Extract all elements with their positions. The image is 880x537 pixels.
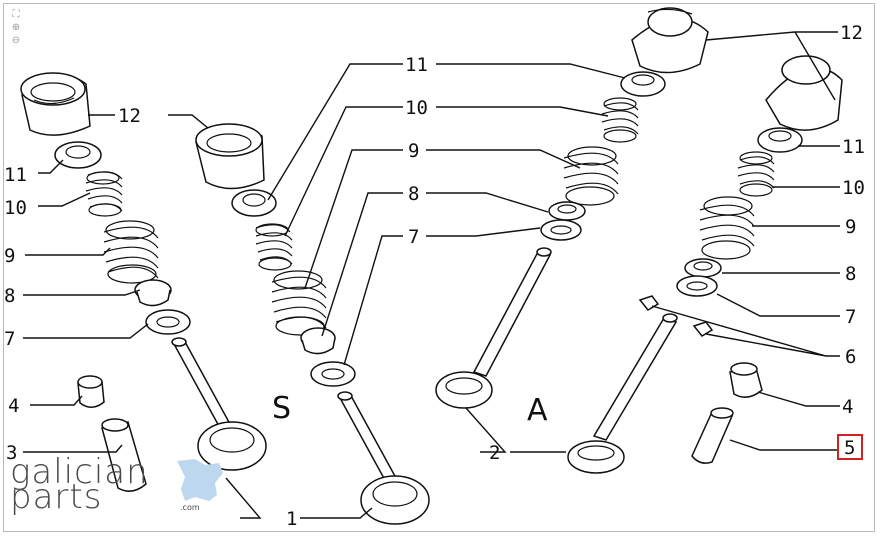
- callout-7-right[interactable]: 7: [845, 306, 856, 328]
- rc-retainer[interactable]: [620, 71, 666, 97]
- left-retainer[interactable]: [54, 141, 102, 169]
- callout-5[interactable]: 5: [844, 437, 855, 459]
- group-letter-s: S: [272, 391, 291, 426]
- mid-washer[interactable]: [310, 361, 356, 387]
- left-inner-spring[interactable]: [85, 171, 123, 217]
- callout-3[interactable]: 3: [6, 442, 17, 464]
- galicia-map-icon: [177, 459, 223, 501]
- left-guide-4[interactable]: [77, 375, 105, 408]
- callout-labels: 11 10 9 8 7 4 3 12 1 11 10 9 8 7 2 12 11…: [4, 22, 865, 530]
- callout-10-left[interactable]: 10: [4, 197, 27, 219]
- mid-spring-seat[interactable]: [300, 327, 336, 355]
- left-tappet-cup[interactable]: [20, 72, 91, 136]
- group-letter-a: A: [527, 393, 548, 428]
- zoom-toolbar: ⛶ ⊕ ⊖: [7, 9, 25, 46]
- callout-1[interactable]: 1: [286, 508, 297, 530]
- callout-12-right[interactable]: 12: [840, 22, 863, 44]
- r-guide-4[interactable]: [729, 362, 763, 398]
- mid-valve[interactable]: [337, 391, 430, 525]
- r-valve[interactable]: [567, 313, 678, 474]
- left-spring-seat[interactable]: [134, 279, 172, 307]
- callout-9-right[interactable]: 9: [845, 216, 856, 238]
- callout-8-right[interactable]: 8: [845, 263, 856, 285]
- callout-4-left[interactable]: 4: [8, 395, 19, 417]
- callout-11-left[interactable]: 11: [4, 164, 27, 186]
- rc-outer-spring[interactable]: [563, 146, 619, 206]
- mid-retainer[interactable]: [231, 189, 277, 217]
- mid-tappet-cup[interactable]: [195, 123, 265, 190]
- callout-10-mid[interactable]: 10: [405, 97, 428, 119]
- viewer-frame: [3, 3, 875, 532]
- rc-valve[interactable]: [435, 247, 552, 409]
- r-retainer[interactable]: [757, 127, 803, 153]
- callout-8-left[interactable]: 8: [4, 285, 15, 307]
- r-outer-spring[interactable]: [699, 196, 755, 260]
- rc-washer[interactable]: [540, 219, 582, 241]
- r-washer[interactable]: [676, 275, 718, 297]
- r-tappet-cup[interactable]: [765, 55, 843, 131]
- brand-domain: .com: [180, 503, 200, 512]
- callout-9-mid[interactable]: 9: [408, 140, 419, 162]
- callout-7-mid[interactable]: 7: [408, 226, 419, 248]
- brand-line2: parts: [10, 477, 103, 517]
- callout-4-right[interactable]: 4: [842, 396, 853, 418]
- rc-inner-spring[interactable]: [601, 97, 639, 143]
- callout-9-left[interactable]: 9: [4, 245, 15, 267]
- mid-outer-spring[interactable]: [271, 270, 327, 336]
- r-inner-spring[interactable]: [737, 151, 775, 197]
- r-guide-5[interactable]: [691, 407, 734, 464]
- left-outer-spring[interactable]: [103, 220, 159, 284]
- zoom-in-icon[interactable]: ⊕: [11, 22, 21, 33]
- zoom-out-icon[interactable]: ⊖: [11, 35, 21, 46]
- brand-line1: galician: [10, 452, 149, 492]
- callout-2[interactable]: 2: [489, 442, 500, 464]
- rc-spring-seat[interactable]: [548, 201, 586, 221]
- leader-lines: [23, 31, 840, 519]
- rc-tappet-cup[interactable]: [631, 7, 709, 74]
- left-washer[interactable]: [145, 309, 191, 335]
- r-spring-seat[interactable]: [684, 258, 722, 278]
- callout-10-right[interactable]: 10: [842, 177, 865, 199]
- callout-11-mid[interactable]: 11: [405, 54, 428, 76]
- mid-inner-spring[interactable]: [255, 223, 293, 271]
- expand-icon[interactable]: ⛶: [12, 9, 20, 20]
- callout-6[interactable]: 6: [845, 346, 856, 368]
- callout-8-mid[interactable]: 8: [408, 183, 419, 205]
- callout-7-left[interactable]: 7: [4, 328, 15, 350]
- brand-logo: galician parts .com: [10, 452, 223, 517]
- left-guide-3[interactable]: [101, 418, 147, 492]
- left-valve[interactable]: [171, 337, 267, 471]
- callout-11-right[interactable]: 11: [842, 136, 865, 158]
- callout-12-left[interactable]: 12: [118, 105, 141, 127]
- selected-callout-box: [837, 434, 863, 460]
